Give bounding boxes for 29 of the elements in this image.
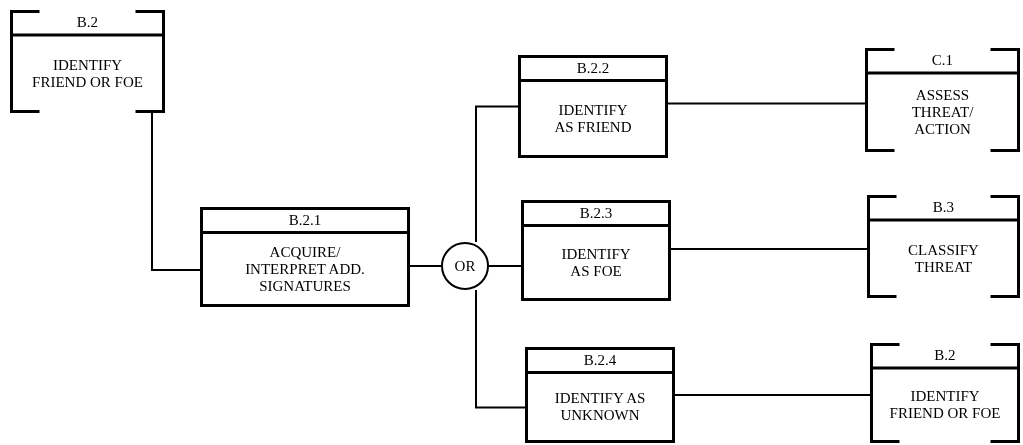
function-number: B.3: [932, 199, 955, 215]
function-box: [525, 347, 675, 443]
function-box: [200, 207, 410, 307]
function-number: C.1: [931, 52, 954, 68]
connector-line: [409, 265, 442, 267]
function-title: IDENTIFY AS UNKNOWN: [553, 390, 647, 424]
connector-line: [488, 265, 522, 267]
function-box: [521, 200, 671, 301]
function-box: [518, 55, 668, 158]
function-title: ASSESS THREAT/ ACTION: [910, 86, 975, 138]
function-number: B.2: [934, 347, 956, 363]
connector-line: [151, 112, 201, 271]
function-title: IDENTIFY FRIEND OR FOE: [888, 388, 1002, 422]
function-number: B.2.4: [583, 353, 617, 368]
function-title: IDENTIFY FRIEND OR FOE: [31, 56, 144, 91]
function-title: CLASSIFY THREAT: [907, 241, 980, 276]
connector-line: [475, 105, 519, 243]
function-number: B.2.1: [288, 213, 322, 228]
junction-label: OR: [454, 258, 476, 274]
function-number: B.2.2: [576, 61, 610, 76]
function-title: ACQUIRE/ INTERPRET ADD. SIGNATURES: [244, 243, 366, 295]
function-number: B.2.3: [579, 206, 613, 221]
connector-line: [475, 289, 526, 409]
connector-line: [674, 394, 871, 396]
function-title: IDENTIFY AS FOE: [560, 245, 632, 280]
function-number: B.2: [76, 14, 99, 30]
connector-line: [667, 102, 866, 105]
function-title: IDENTIFY AS FRIEND: [553, 101, 633, 136]
connector-line: [670, 248, 868, 250]
